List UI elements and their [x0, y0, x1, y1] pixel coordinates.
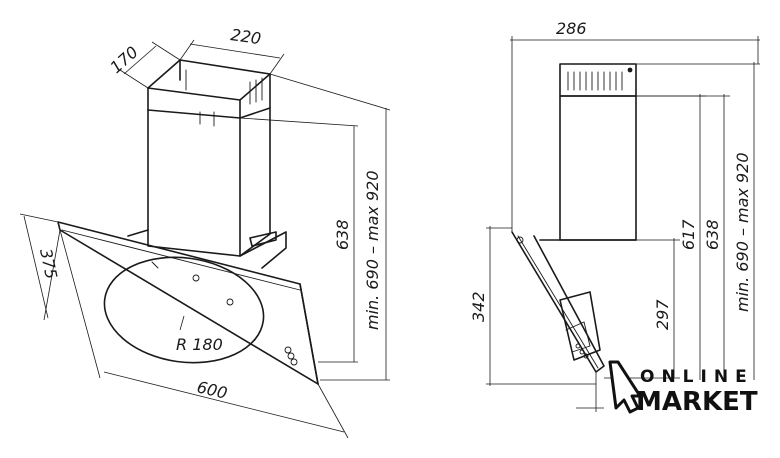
dim-170-label: 170 — [106, 42, 141, 77]
motor-block — [127, 229, 287, 269]
front-view: 220 170 638 min. 690 – max 920 375 — [19, 25, 391, 439]
dim-radius-label: R 180 — [176, 335, 223, 354]
side-chimney — [559, 63, 637, 241]
dim-total-side — [636, 62, 760, 380]
chimney-top-box — [147, 59, 271, 119]
dim-638-label: 638 — [333, 219, 352, 250]
dim-342-label: 342 — [469, 291, 488, 322]
glass-panel — [57, 221, 319, 385]
dim-375-label: 375 — [36, 247, 61, 281]
dim-total-height-label: min. 690 – max 920 — [363, 170, 382, 330]
dim-638 — [239, 117, 359, 363]
dim-220-label: 220 — [229, 25, 262, 48]
dim-total-side-label: min. 690 – max 920 — [733, 152, 752, 312]
dim-286-label: 286 — [556, 19, 587, 38]
chimney-lower-box — [147, 107, 271, 257]
dim-638-side — [636, 94, 730, 380]
dim-170 — [119, 41, 181, 89]
dim-286 — [510, 36, 760, 232]
dim-617-label: 617 — [679, 219, 698, 250]
side-view: 286 342 297 617 638 — [469, 19, 760, 412]
online-market-logo: ONLINE MARKET — [608, 360, 758, 417]
cursor-arrow-icon — [608, 360, 642, 414]
dim-297-label: 297 — [653, 299, 672, 330]
side-hood-body — [511, 231, 637, 373]
dim-638-side-label: 638 — [703, 219, 722, 250]
dim-600-label: 600 — [195, 377, 229, 402]
dim-342 — [486, 226, 596, 386]
dim-220 — [179, 39, 285, 75]
dim-total-height — [269, 73, 391, 381]
logo-line1: ONLINE — [640, 367, 754, 387]
dim-375 — [19, 213, 61, 321]
logo-line2: MARKET — [636, 387, 758, 417]
screw-icon — [627, 67, 633, 73]
radius-leader — [179, 315, 185, 331]
dim-600 — [59, 229, 349, 439]
